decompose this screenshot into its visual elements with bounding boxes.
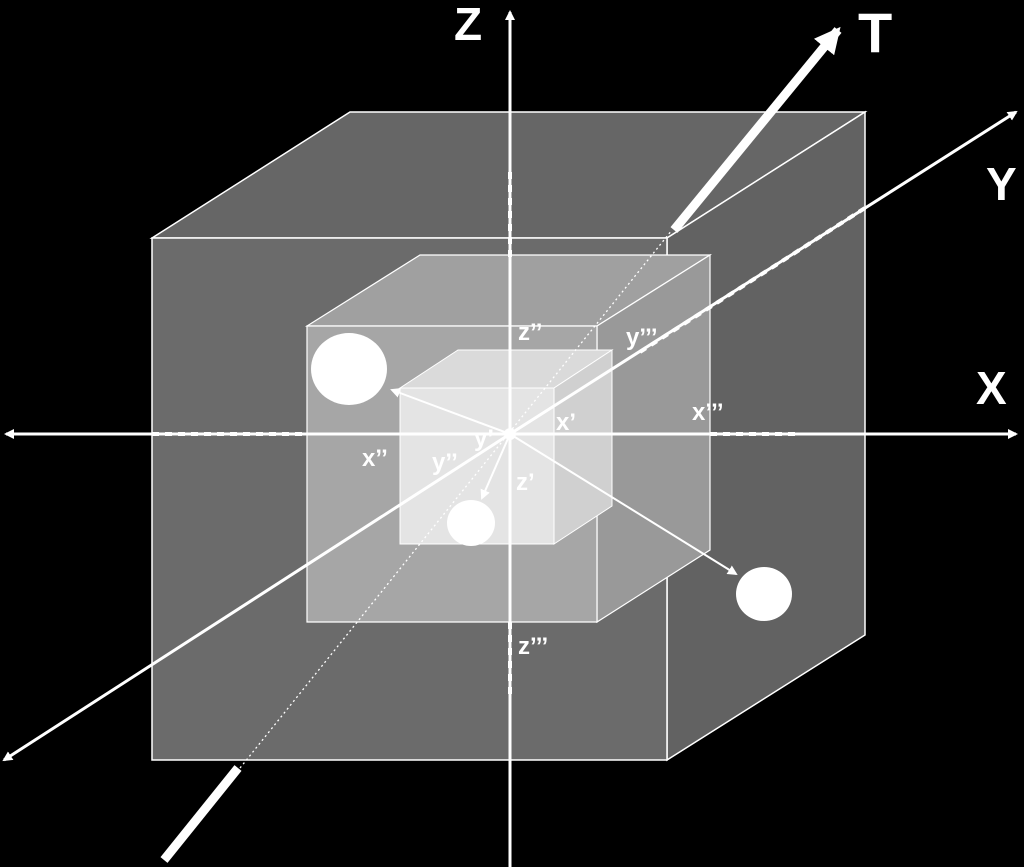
y-triple-prime-top-label: y’’’ — [626, 324, 658, 351]
z-triple-prime-label: z’’’ — [518, 633, 548, 660]
x-prime-label: x’ — [556, 409, 576, 436]
y-axis-lower — [2, 432, 511, 762]
y-prime-label: y’ — [474, 425, 494, 452]
t-axis-lower-segment — [160, 765, 242, 863]
ball-center-bottom — [447, 500, 495, 546]
ball-right — [736, 567, 792, 621]
axis-to-upper-left-ball — [390, 388, 511, 435]
inner-cube — [398, 349, 614, 545]
x-triple-prime-label: x’’’ — [692, 399, 724, 426]
z-double-prime-label: z’’ — [518, 319, 542, 346]
t-axis — [160, 26, 842, 863]
axis-to-lower-ball — [480, 433, 511, 500]
z-axis-label: Z — [454, 0, 482, 50]
inner-cube-front-face — [399, 387, 555, 545]
x-double-prime-label: x’’ — [362, 445, 388, 472]
y-double-prime-label: y’’ — [432, 449, 458, 476]
z-prime-label: z’ — [516, 469, 535, 496]
origin-point — [504, 428, 516, 440]
axis-to-right-ball — [509, 433, 738, 576]
x-axis-label: X — [976, 362, 1007, 414]
y-axis — [2, 110, 1018, 762]
t-axis-label: T — [858, 1, 892, 64]
y-axis-label: Y — [986, 158, 1017, 210]
t-axis-arrow — [670, 26, 842, 233]
ball-upper-left — [311, 333, 387, 405]
internal-axes — [390, 388, 738, 576]
y-axis-dashed — [638, 206, 867, 354]
